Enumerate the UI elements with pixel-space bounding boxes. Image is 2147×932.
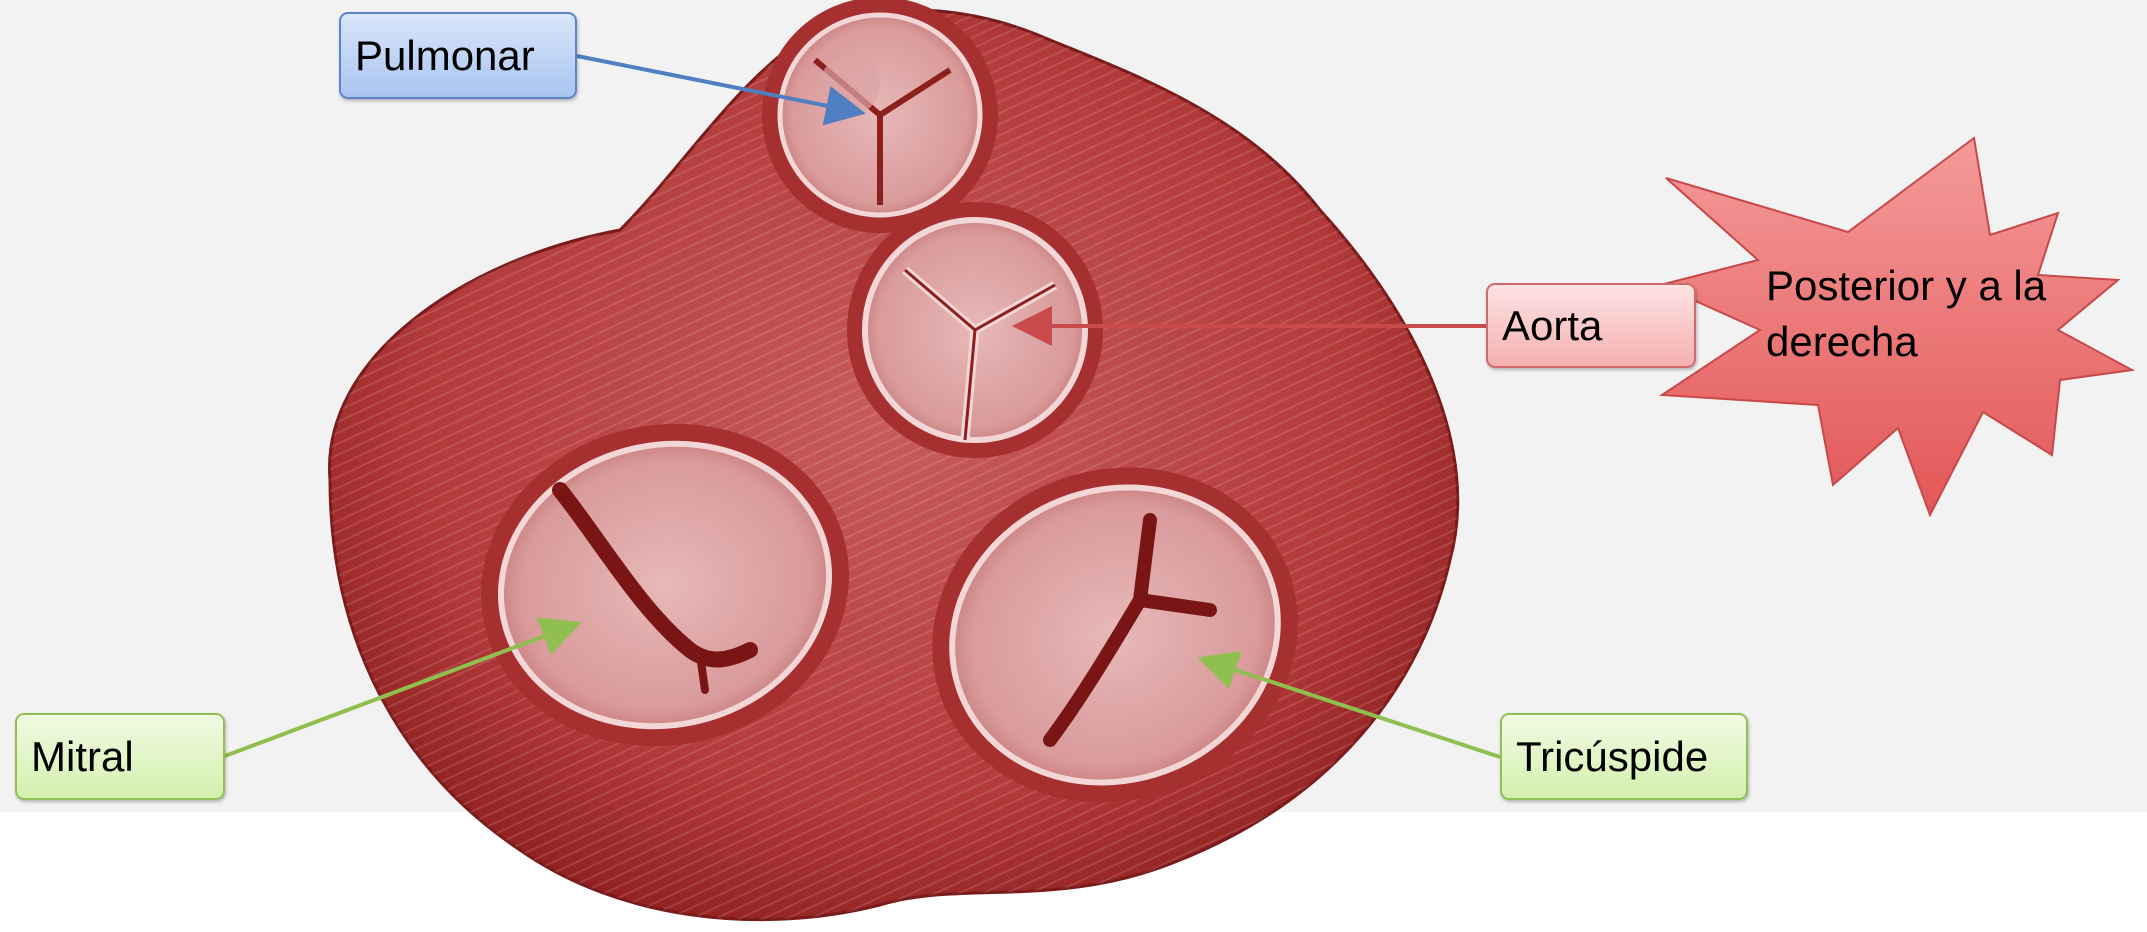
label-tricuspide: Tricúspide bbox=[1500, 713, 1748, 800]
label-pulmonar: Pulmonar bbox=[339, 12, 577, 99]
callout-text: Posterior y a la derecha bbox=[1766, 258, 2066, 370]
aortic-valve bbox=[847, 202, 1103, 458]
pulmonary-valve bbox=[762, 0, 998, 233]
label-aorta: Aorta bbox=[1486, 283, 1696, 368]
label-mitral: Mitral bbox=[15, 713, 225, 800]
